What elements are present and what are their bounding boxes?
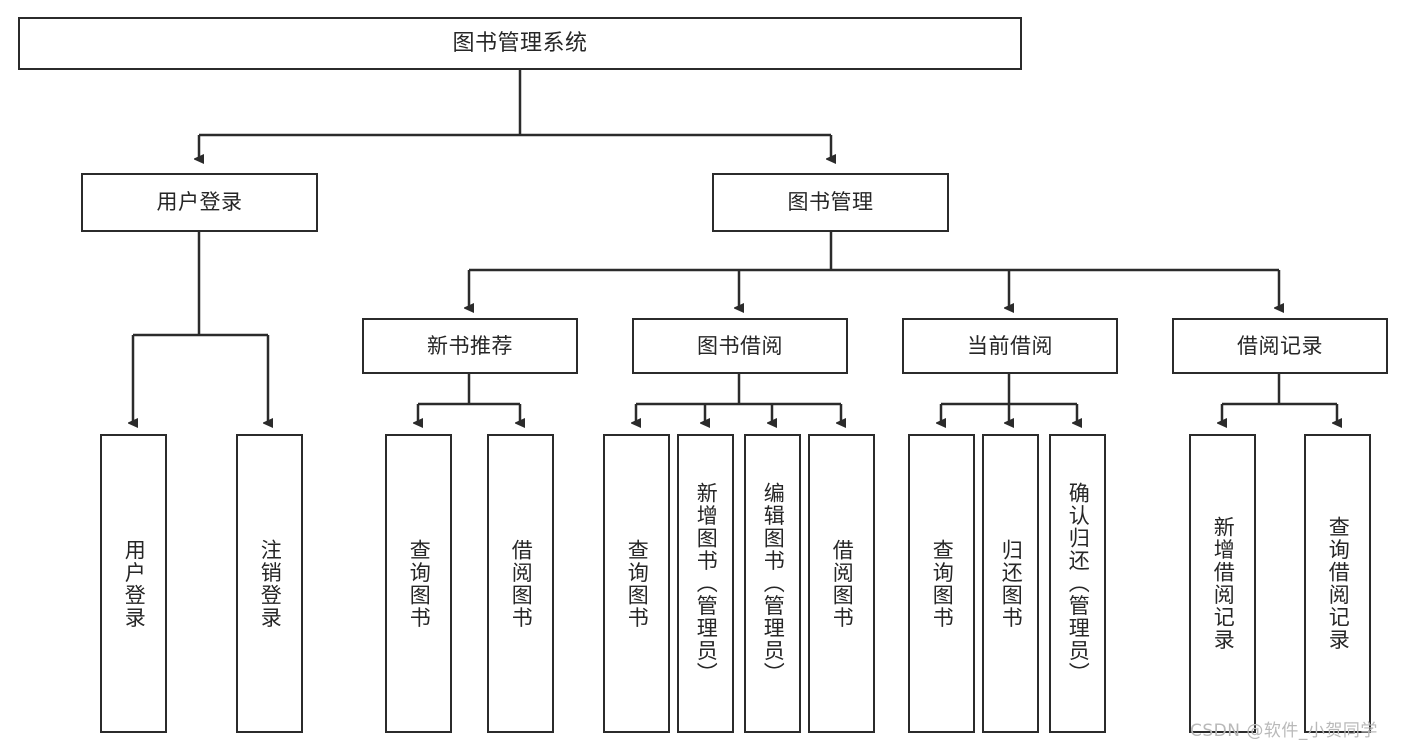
node-borrow-record[interactable]: 借阅记录	[1172, 318, 1388, 374]
node-leaf-query-book-1[interactable]: 查询图书	[385, 434, 452, 733]
node-root[interactable]: 图书管理系统	[18, 17, 1022, 70]
node-leaf-borrow-book-2-label: 借阅图书	[830, 538, 855, 629]
node-leaf-borrow-book-1[interactable]: 借阅图书	[487, 434, 554, 733]
node-leaf-add-record[interactable]: 新增借阅记录	[1189, 434, 1256, 733]
node-book-manage[interactable]: 图书管理	[712, 173, 949, 232]
node-leaf-confirm-return-label: 确认归还（管理员）	[1066, 482, 1091, 685]
node-leaf-add-record-label: 新增借阅记录	[1211, 516, 1236, 651]
node-user-login-label: 用户登录	[156, 190, 243, 215]
node-leaf-query-book-2-label: 查询图书	[625, 538, 650, 629]
node-user-login[interactable]: 用户登录	[81, 173, 318, 232]
node-new-book-recommend[interactable]: 新书推荐	[362, 318, 578, 374]
node-book-borrow[interactable]: 图书借阅	[632, 318, 848, 374]
node-leaf-query-book-1-label: 查询图书	[407, 538, 432, 629]
node-leaf-query-book-3-label: 查询图书	[930, 538, 955, 629]
node-leaf-user-logout-label: 注销登录	[258, 538, 283, 629]
node-book-borrow-label: 图书借阅	[697, 333, 783, 358]
node-leaf-return-book[interactable]: 归还图书	[982, 434, 1039, 733]
node-leaf-add-book[interactable]: 新增图书（管理员）	[677, 434, 734, 733]
node-borrow-record-label: 借阅记录	[1237, 333, 1323, 358]
node-leaf-user-logout[interactable]: 注销登录	[236, 434, 303, 733]
node-leaf-borrow-book-1-label: 借阅图书	[509, 538, 534, 629]
node-leaf-add-book-label: 新增图书（管理员）	[694, 482, 719, 685]
node-leaf-return-book-label: 归还图书	[999, 538, 1024, 629]
node-leaf-edit-book-label: 编辑图书（管理员）	[761, 482, 786, 685]
node-leaf-query-record[interactable]: 查询借阅记录	[1304, 434, 1371, 733]
node-root-label: 图书管理系统	[452, 30, 588, 56]
node-leaf-user-login-label: 用户登录	[122, 538, 147, 629]
node-current-borrow-label: 当前借阅	[967, 333, 1053, 358]
node-leaf-borrow-book-2[interactable]: 借阅图书	[808, 434, 875, 733]
node-leaf-user-login[interactable]: 用户登录	[100, 434, 167, 733]
node-leaf-edit-book[interactable]: 编辑图书（管理员）	[744, 434, 801, 733]
node-leaf-query-book-3[interactable]: 查询图书	[908, 434, 975, 733]
node-leaf-query-book-2[interactable]: 查询图书	[603, 434, 670, 733]
node-leaf-confirm-return[interactable]: 确认归还（管理员）	[1049, 434, 1106, 733]
csdn-watermark: CSDN @软件_小贺同学	[1190, 721, 1378, 741]
node-book-manage-label: 图书管理	[787, 190, 874, 215]
node-new-book-recommend-label: 新书推荐	[427, 333, 513, 358]
node-leaf-query-record-label: 查询借阅记录	[1326, 516, 1351, 651]
node-current-borrow[interactable]: 当前借阅	[902, 318, 1118, 374]
